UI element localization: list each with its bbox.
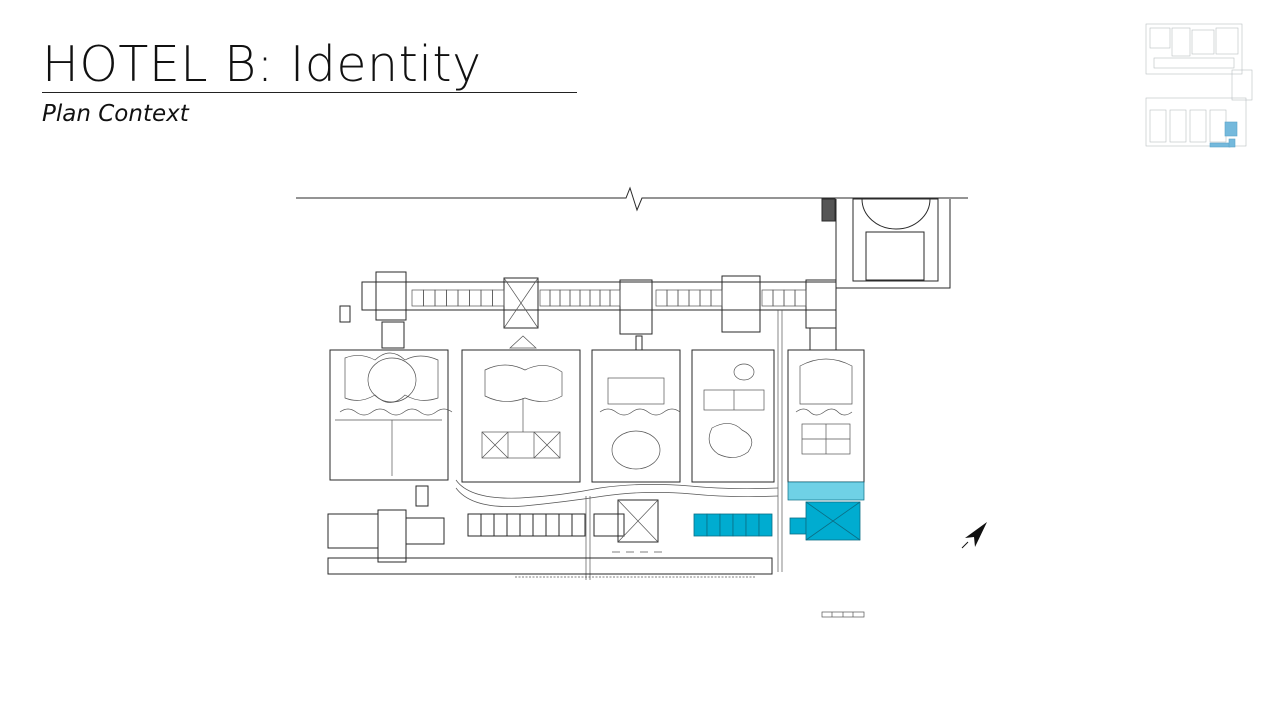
corridor-room xyxy=(655,289,668,307)
corridor-room xyxy=(688,289,701,307)
hotel-b-highlight xyxy=(693,481,865,541)
lower-room xyxy=(519,513,534,537)
lower-room xyxy=(506,513,521,537)
corridor-room xyxy=(794,289,807,307)
lower-room xyxy=(545,513,560,537)
corridor-room xyxy=(549,289,561,307)
corridor-room-grid xyxy=(411,289,807,307)
corridor-room xyxy=(666,289,679,307)
corridor-room xyxy=(772,289,785,307)
wing-4 xyxy=(691,349,775,483)
corridor-room xyxy=(423,289,436,307)
highlight-room-row xyxy=(693,513,773,537)
wing-1 xyxy=(329,321,453,481)
corridor-room xyxy=(599,289,611,307)
entrance-court xyxy=(821,198,951,289)
corridor-room xyxy=(457,289,470,307)
page-title: HOTEL B: Identity xyxy=(42,36,482,93)
key-map-thumbnail xyxy=(1145,23,1253,148)
corridor-room xyxy=(446,289,459,307)
lower-room xyxy=(467,513,482,537)
page-subtitle: Plan Context xyxy=(42,101,189,127)
highlight-room xyxy=(732,513,747,537)
corridor-room xyxy=(480,289,493,307)
north-arrow-icon xyxy=(961,522,987,549)
corridor-room xyxy=(469,289,482,307)
road-break-line xyxy=(296,186,968,212)
corridor-room xyxy=(589,289,601,307)
lower-room xyxy=(571,513,586,537)
main-corridor xyxy=(339,271,837,335)
lower-room xyxy=(480,513,495,537)
corridor-room xyxy=(783,289,796,307)
scale-bar-icon xyxy=(821,611,865,618)
corridor-room xyxy=(539,289,551,307)
corridor-room xyxy=(559,289,571,307)
lower-buildings xyxy=(327,485,773,578)
highlight-room xyxy=(693,513,708,537)
corridor-room xyxy=(677,289,690,307)
highlight-room xyxy=(758,513,773,537)
corridor-room xyxy=(579,289,591,307)
corridor-room xyxy=(411,289,424,307)
wing-5 xyxy=(787,327,865,483)
title-underline xyxy=(42,92,577,93)
wing-2 xyxy=(461,335,581,483)
corridor-room xyxy=(434,289,447,307)
lower-room xyxy=(532,513,547,537)
corridor-room xyxy=(569,289,581,307)
corridor-room xyxy=(609,289,621,307)
corridor-room xyxy=(710,289,723,307)
highlight-room xyxy=(745,513,760,537)
highlight-room xyxy=(719,513,734,537)
wing-3 xyxy=(591,335,681,483)
lower-room-grid xyxy=(467,513,586,537)
corridor-room xyxy=(761,289,774,307)
corridor-room xyxy=(492,289,505,307)
corridor-room xyxy=(699,289,712,307)
highlight-room xyxy=(706,513,721,537)
lower-room xyxy=(558,513,573,537)
lower-room xyxy=(493,513,508,537)
site-paths xyxy=(455,310,783,580)
